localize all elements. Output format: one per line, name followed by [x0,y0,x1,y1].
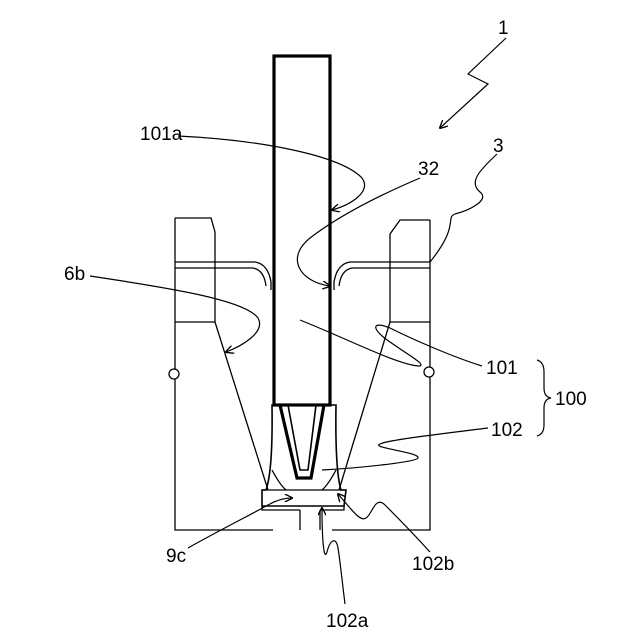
leader-102a [322,508,345,604]
housing-right [332,220,430,530]
label-3: 3 [493,136,504,157]
housing-left [175,218,273,530]
leader-101 [300,320,482,366]
leader-102b [338,494,430,552]
label-101a: 101a [140,124,183,145]
pin-right-icon [424,367,434,377]
label-6b: 6b [64,264,85,285]
label-1: 1 [498,18,509,39]
label-101: 101 [486,358,518,379]
leader-3 [430,154,497,262]
label-9c: 9c [166,546,186,567]
label-100: 100 [555,389,587,410]
band-3 [175,262,430,290]
leader-1 [440,38,506,128]
label-32: 32 [418,159,439,180]
label-102a: 102a [326,611,369,632]
label-102b: 102b [412,554,454,575]
leader-101a [178,136,365,210]
leader-32 [297,178,420,286]
pin-left-icon [169,369,179,379]
nozzle-102 [262,405,346,530]
label-102: 102 [491,420,523,441]
rod-101 [274,56,330,478]
brace-100 [537,360,551,436]
